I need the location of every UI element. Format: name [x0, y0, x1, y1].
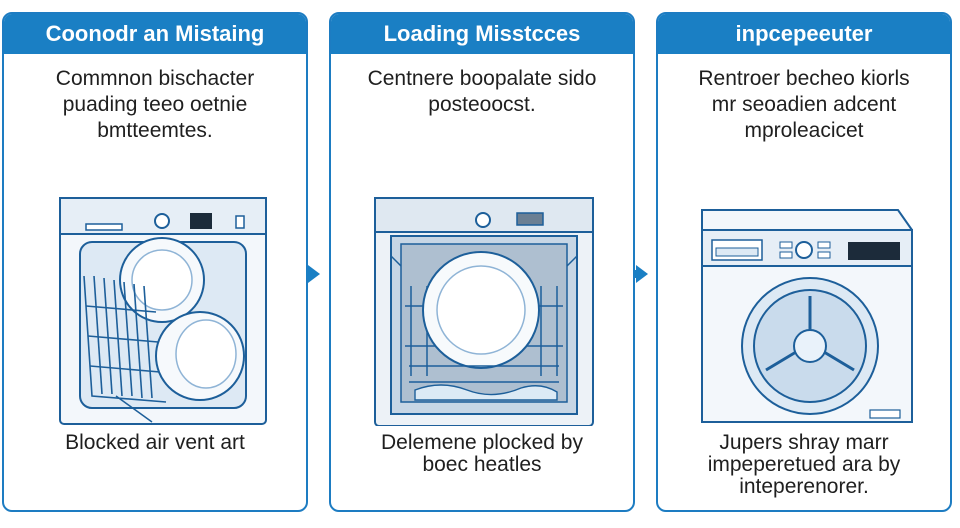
- panel-improper-detergent: inpcepeeuter Rentroer becheo kiorls mr s…: [656, 12, 952, 512]
- washing-machine-icon: [701, 209, 913, 423]
- panel-title: inpcepeeuter: [658, 14, 950, 54]
- panel-description: Centnere boopalate sido posteoocst.: [367, 67, 597, 116]
- panel-caption: Jupers shray marr impeperetued ara by in…: [707, 431, 901, 498]
- dishwasher-loaded-icon: [374, 197, 594, 426]
- arrow-right-icon: [306, 265, 320, 283]
- arrow-right-icon: [634, 265, 648, 283]
- panel-description: Commnon bischacter puading teeo oetnie b…: [55, 67, 255, 142]
- panel-title: Coonodr an Mistaing: [4, 14, 306, 54]
- panel-title: Loading Misstcces: [331, 14, 633, 54]
- panel-caption: Blocked air vent art: [65, 431, 245, 454]
- panel-common-mistakes: Coonodr an Mistaing Commnon bischacter p…: [2, 12, 308, 512]
- panel-description: Rentroer becheo kiorls mr seoadien adcen…: [698, 67, 910, 142]
- panel-loading-mistakes: Loading Misstcces Centnere boopalate sid…: [329, 12, 635, 512]
- dishwasher-open-icon: [59, 197, 267, 425]
- panel-caption: Delemene plocked by boec heatles: [381, 431, 583, 476]
